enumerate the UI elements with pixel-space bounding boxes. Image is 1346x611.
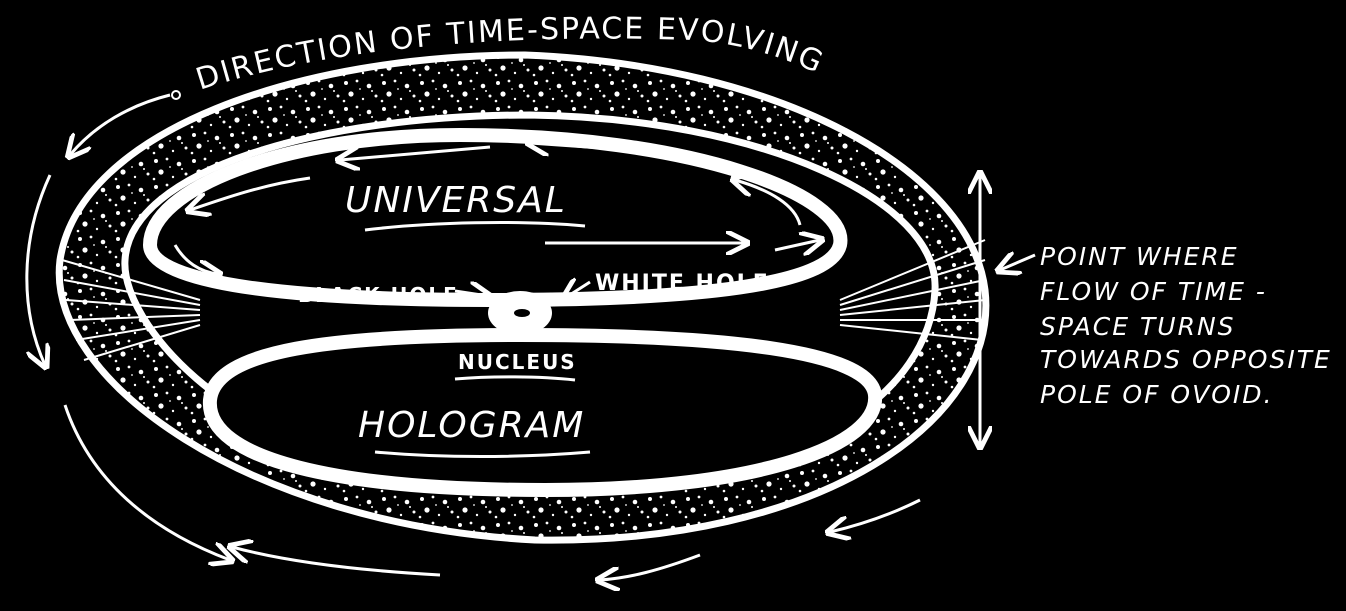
outer-flow-arrows: [25, 93, 980, 580]
svg-text:POLE OF OVOID.: POLE OF OVOID.: [1040, 380, 1273, 409]
label-underlines: [364, 221, 591, 458]
svg-text:FLOW OF TIME -: FLOW OF TIME -: [1040, 277, 1267, 306]
svg-text:SPACE TURNS: SPACE TURNS: [1040, 312, 1236, 341]
label-pointers: [454, 255, 1036, 298]
title-arrow-origin: [171, 90, 181, 100]
inner-flow-arrows: [173, 143, 820, 274]
label-hologram: HOLOGRAM: [358, 405, 585, 446]
label-universal: UNIVERSAL: [345, 180, 567, 221]
svg-text:POINT WHERE: POINT WHERE: [1040, 242, 1239, 271]
label-white-hole: WHITE HOLE: [595, 271, 770, 296]
pole-funnel-right: [839, 239, 986, 341]
label-black-hole: BLACK HOLE: [298, 283, 459, 307]
nucleus-core: [514, 309, 530, 317]
label-nucleus: NUCLEUS: [458, 350, 577, 374]
pole-annotation: POINT WHERE FLOW OF TIME - SPACE TURNS T…: [1040, 242, 1332, 409]
pole-funnel-left: [61, 259, 201, 361]
svg-text:TOWARDS OPPOSITE: TOWARDS OPPOSITE: [1040, 345, 1332, 374]
